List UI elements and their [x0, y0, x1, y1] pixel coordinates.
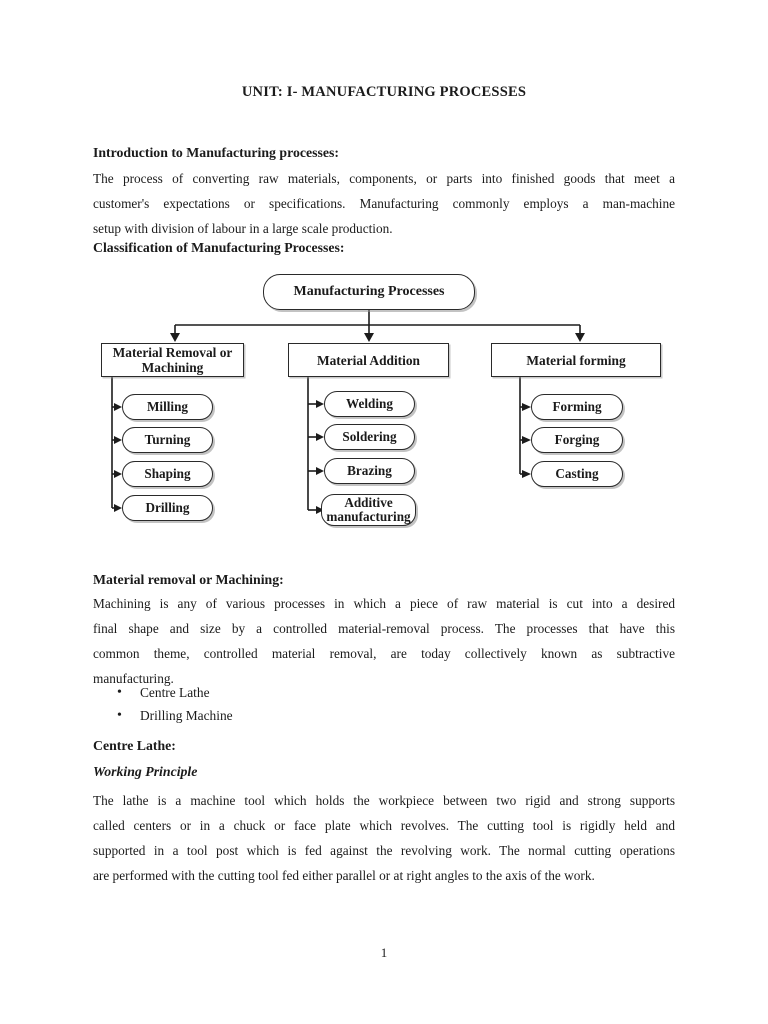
paragraph-line: supported in a tool post which is fed ag…	[93, 843, 675, 858]
paragraph-machining: Machining is any of various processes in…	[93, 591, 675, 691]
page-number: 1	[380, 945, 388, 960]
paragraph-line: are performed with the cutting tool fed …	[93, 868, 595, 883]
paragraph-line: Machining is any of various processes in…	[93, 596, 675, 611]
paragraph-line: final shape and size by a controlled mat…	[93, 621, 675, 636]
flowchart-node-brazing: Brazing	[324, 458, 415, 484]
list-item: Centre Lathe	[93, 682, 675, 705]
flowchart-node-additive-manufacturing: Additive manufacturing	[321, 494, 416, 526]
flowchart-node-forging: Forging	[531, 427, 623, 453]
flowchart-node-milling: Milling	[122, 394, 213, 420]
paragraph-line: setup with division of labour in a large…	[93, 221, 393, 236]
page-title: UNIT: I- MANUFACTURING PROCESSES	[241, 84, 527, 100]
flowchart-category-material-removal: Material Removal or Machining	[101, 343, 244, 377]
paragraph-line: customer's expectations or specification…	[93, 196, 675, 211]
paragraph-line: called centers or in a chuck or face pla…	[93, 818, 675, 833]
paragraph-line: The lathe is a machine tool which holds …	[93, 793, 675, 808]
heading-introduction: Introduction to Manufacturing processes:	[93, 145, 339, 160]
flowchart-node-casting: Casting	[531, 461, 623, 487]
paragraph-introduction: The process of converting raw materials,…	[93, 166, 675, 241]
machining-bullet-list: Centre Lathe Drilling Machine	[93, 682, 675, 727]
flowchart-node-soldering: Soldering	[324, 424, 415, 450]
flowchart-node-forming: Forming	[531, 394, 623, 420]
flowchart-node-turning: Turning	[122, 427, 213, 453]
flowchart-connector-lines	[111, 310, 585, 514]
flowchart-node-shaping: Shaping	[122, 461, 213, 487]
heading-centre-lathe: Centre Lathe:	[93, 738, 176, 753]
paragraph-line: The process of converting raw materials,…	[93, 171, 675, 186]
arrowhead-icons	[114, 333, 585, 514]
flowchart-node-welding: Welding	[324, 391, 415, 417]
flowchart-node-drilling: Drilling	[122, 495, 213, 521]
heading-material-removal: Material removal or Machining:	[93, 572, 284, 587]
heading-working-principle: Working Principle	[93, 764, 198, 779]
manufacturing-processes-flowchart: Manufacturing Processes Material Removal…	[0, 274, 768, 530]
heading-classification: Classification of Manufacturing Processe…	[93, 240, 345, 255]
list-item: Drilling Machine	[93, 705, 675, 728]
flowchart-category-material-forming: Material forming	[491, 343, 661, 377]
paragraph-line: common theme, controlled material remova…	[93, 646, 675, 661]
flowchart-root-node: Manufacturing Processes	[263, 274, 475, 310]
flowchart-category-material-addition: Material Addition	[288, 343, 449, 377]
paragraph-lathe: The lathe is a machine tool which holds …	[93, 788, 675, 888]
